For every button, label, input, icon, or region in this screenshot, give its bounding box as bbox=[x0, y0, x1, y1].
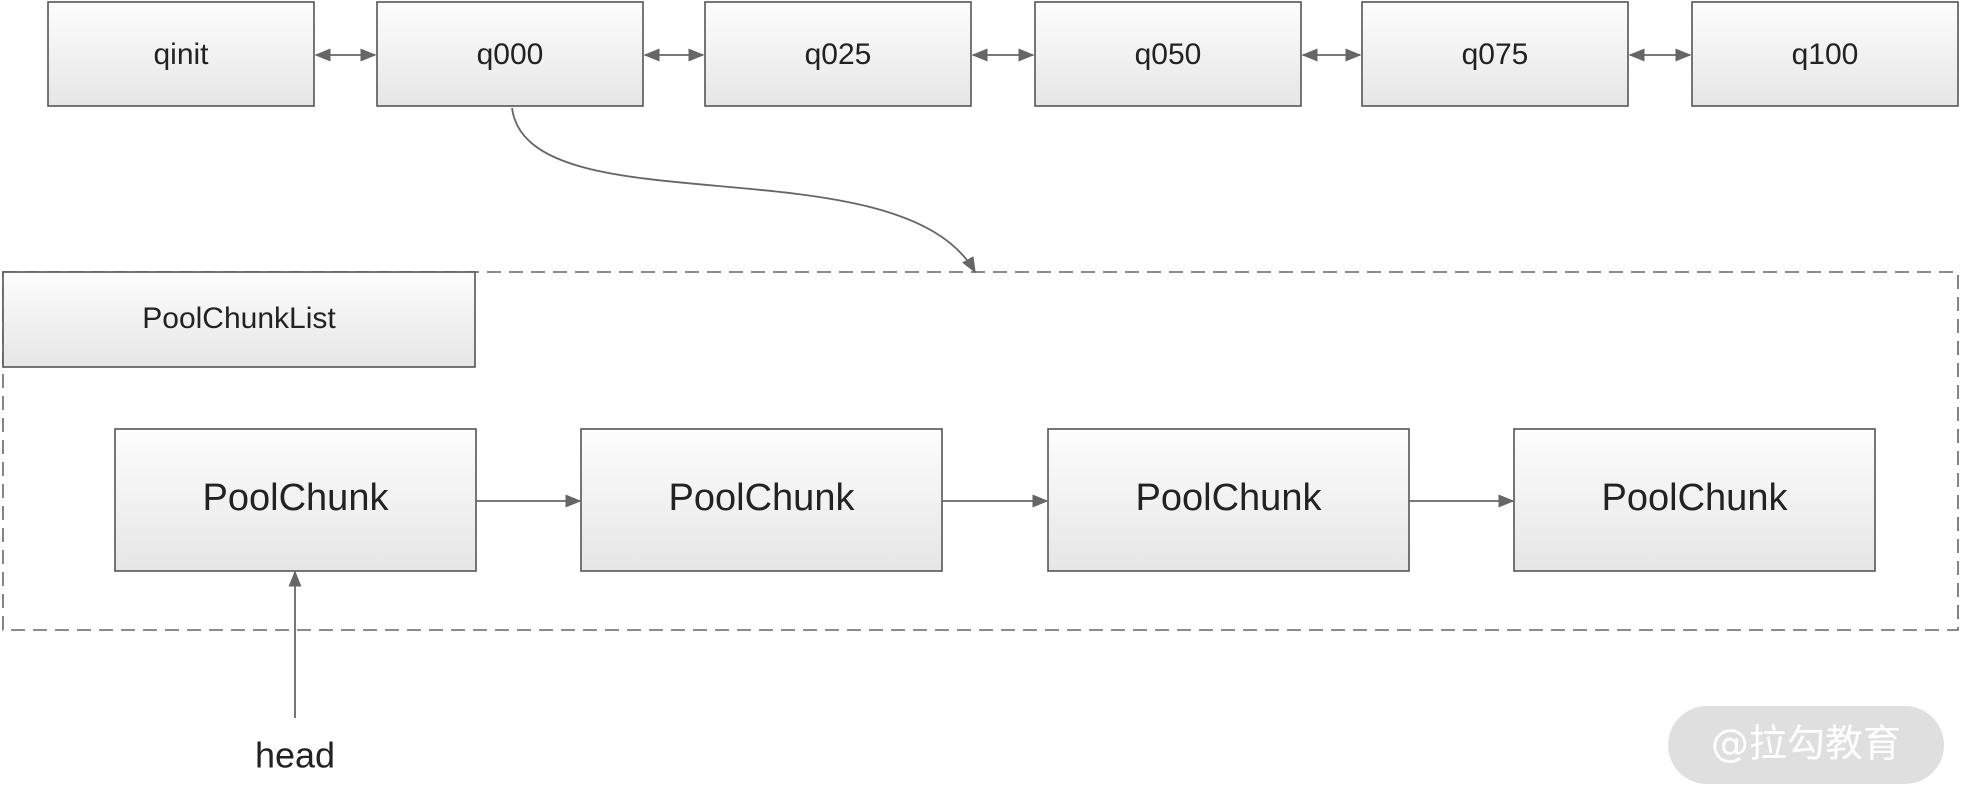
queue-label-q100: q100 bbox=[1792, 38, 1859, 71]
pool-chunk-label-1: PoolChunk bbox=[203, 477, 390, 519]
queue-label-qinit: qinit bbox=[153, 38, 209, 71]
pool-chunk-box-4: PoolChunk bbox=[1513, 428, 1876, 572]
pool-chunk-box-3: PoolChunk bbox=[1047, 428, 1410, 572]
queue-box-qinit: qinit bbox=[47, 1, 315, 107]
head-label: head bbox=[255, 735, 335, 776]
queue-label-q075: q075 bbox=[1462, 38, 1529, 71]
pool-chunk-box-1: PoolChunk bbox=[114, 428, 477, 572]
watermark-text: @拉勾教育 bbox=[1711, 722, 1901, 766]
pool-chunk-list-label: PoolChunkList bbox=[142, 302, 336, 335]
expansion-arrow bbox=[511, 107, 976, 274]
queue-row: qinit q000 q025 q050 q075 q100 bbox=[47, 1, 1959, 107]
queue-label-q050: q050 bbox=[1135, 38, 1202, 71]
pool-chunk-box-2: PoolChunk bbox=[580, 428, 943, 572]
queue-box-q100: q100 bbox=[1691, 1, 1959, 107]
pool-chunk-list-label-box: PoolChunkList bbox=[2, 271, 476, 368]
queue-box-q075: q075 bbox=[1361, 1, 1629, 107]
queue-box-q000: q000 bbox=[376, 1, 644, 107]
queue-label-q000: q000 bbox=[477, 38, 544, 71]
queue-box-q050: q050 bbox=[1034, 1, 1302, 107]
pool-chunk-list-container bbox=[2, 271, 1959, 631]
chunk-row: PoolChunk PoolChunk PoolChunk PoolChunk bbox=[114, 428, 1876, 572]
queue-label-q025: q025 bbox=[805, 38, 872, 71]
pool-chunk-label-4: PoolChunk bbox=[1602, 477, 1789, 519]
queue-box-q025: q025 bbox=[704, 1, 972, 107]
pool-chunk-label-3: PoolChunk bbox=[1136, 477, 1323, 519]
watermark: @拉勾教育 bbox=[1668, 706, 1944, 784]
pool-chunk-label-2: PoolChunk bbox=[669, 477, 856, 519]
